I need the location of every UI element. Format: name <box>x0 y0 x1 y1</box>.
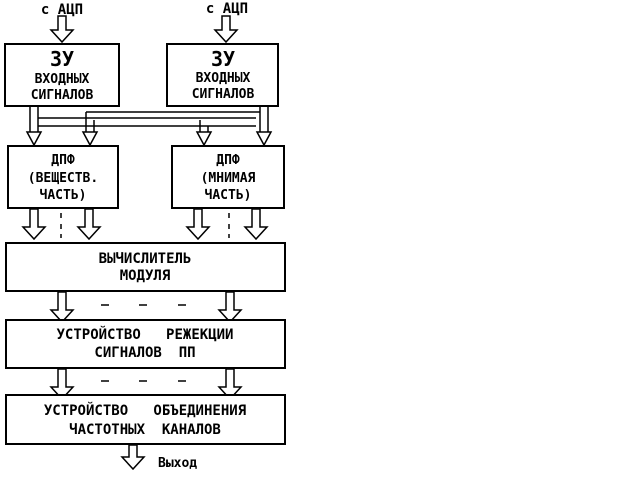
memory-left-line2: ВХОДНЫХ <box>35 72 90 87</box>
memory-block-left: ЗУ ВХОДНЫХ СИГНАЛОВ <box>4 43 120 107</box>
input-label-left: с АЦП <box>41 2 83 18</box>
memory-right-line3: СИГНАЛОВ <box>192 87 255 102</box>
output-arrow <box>120 444 146 471</box>
dft-real-line2: (ВЕЩЕСТВ. <box>28 171 98 186</box>
input-label-right: с АЦП <box>206 1 248 17</box>
input-arrow-left <box>49 15 75 44</box>
memory-to-dft-connections <box>25 106 273 147</box>
memory-left-line3: СИГНАЛОВ <box>31 88 94 103</box>
dft-real-title: ДПФ <box>51 153 75 168</box>
input-arrow-right <box>213 15 239 44</box>
dft-imag-title: ДПФ <box>216 153 240 168</box>
rejection-line1: УСТРОЙСТВО РЕЖЕКЦИИ <box>56 326 233 343</box>
rejection-device-block: УСТРОЙСТВО РЕЖЕКЦИИ СИГНАЛОВ ПП <box>5 319 286 369</box>
modulus-line1: ВЫЧИСЛИТЕЛЬ <box>99 251 192 267</box>
rejection-line2: СИГНАЛОВ ПП <box>94 345 195 361</box>
combiner-line2: ЧАСТОТНЫХ КАНАЛОВ <box>69 422 221 438</box>
combiner-line1: УСТРОЙСТВО ОБЪЕДИНЕНИЯ <box>44 402 246 419</box>
memory-left-title: ЗУ <box>50 47 74 71</box>
memory-block-right: ЗУ ВХОДНЫХ СИГНАЛОВ <box>166 43 279 107</box>
dft-to-modulus-arrows <box>22 208 268 240</box>
modulus-calculator-block: ВЫЧИСЛИТЕЛЬ МОДУЛЯ <box>5 242 286 292</box>
dft-real-block: ДПФ (ВЕЩЕСТВ. ЧАСТЬ) <box>7 145 119 209</box>
channel-combiner-block: УСТРОЙСТВО ОБЪЕДИНЕНИЯ ЧАСТОТНЫХ КАНАЛОВ <box>5 394 286 445</box>
modulus-line2: МОДУЛЯ <box>120 268 171 284</box>
dft-imag-line3: ЧАСТЬ) <box>205 188 252 203</box>
dft-imag-line2: (МНИМАЯ <box>201 171 256 186</box>
dft-real-line3: ЧАСТЬ) <box>40 188 87 203</box>
output-label: Выход <box>158 456 197 471</box>
dft-imag-block: ДПФ (МНИМАЯ ЧАСТЬ) <box>171 145 285 209</box>
memory-right-title: ЗУ <box>211 47 235 71</box>
modulus-to-rejection-arrows <box>50 291 242 323</box>
memory-right-line2: ВХОДНЫХ <box>196 71 251 86</box>
rejection-to-combiner-arrows <box>50 368 242 400</box>
